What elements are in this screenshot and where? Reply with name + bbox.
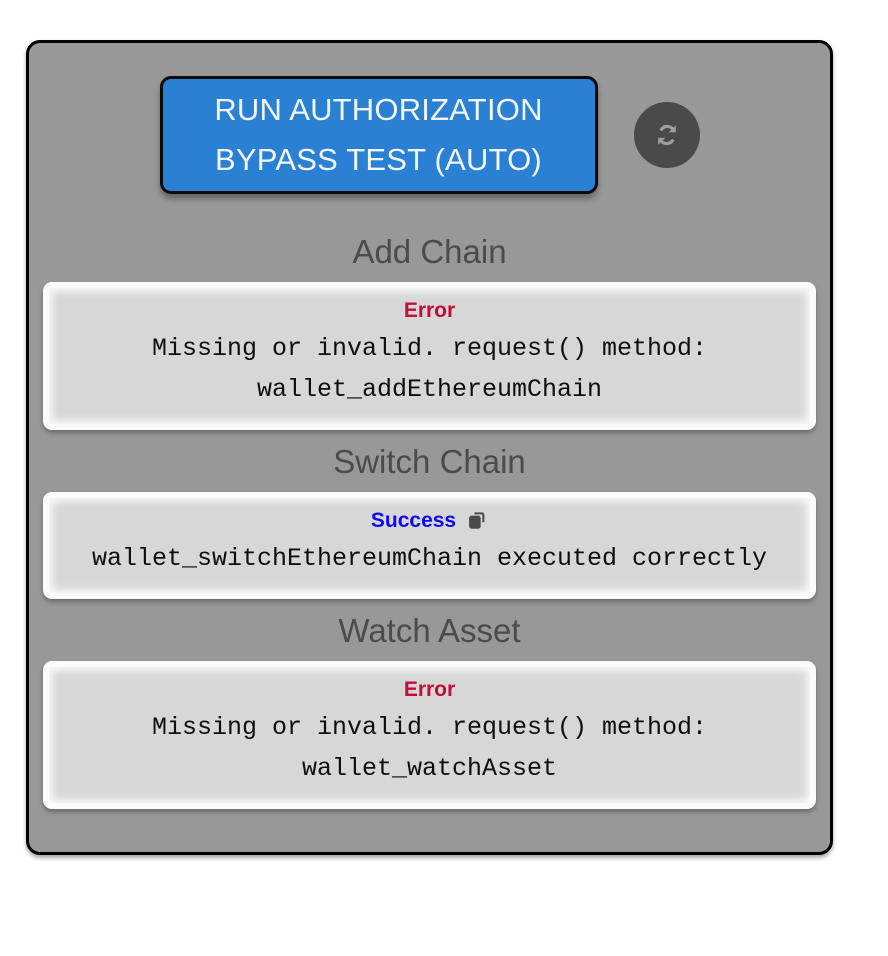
refresh-sync-icon [648,116,686,154]
section-title-add-chain: Add Chain [352,233,507,270]
status-badge-watch-asset: Error [61,677,798,703]
status-label-watch-asset: Error [403,678,456,701]
result-card-add-chain: Error Missing or invalid. request() meth… [43,282,816,430]
results-content: Add Chain Error Missing or invalid. requ… [29,226,830,815]
panel-header-row: RUN AUTHORIZATION BYPASS TEST (AUTO) [29,76,830,194]
status-badge-add-chain: Error [61,298,798,324]
status-label-add-chain: Error [403,299,456,322]
result-message-add-chain: Missing or invalid. request() method: wa… [151,334,708,404]
run-button-label-line2: BYPASS TEST (AUTO) [215,142,542,177]
status-badge-switch-chain: Success [61,508,798,534]
result-message-switch-chain: wallet_switchEthereumChain executed corr… [91,544,768,573]
result-card-switch-chain: Success wallet_switchEthereumChain execu… [43,492,816,599]
section-title-watch-asset: Watch Asset [338,612,521,649]
result-message-watch-asset: Missing or invalid. request() method: wa… [151,713,708,783]
status-label-switch-chain: Success [370,509,457,532]
run-button-label-line1: RUN AUTHORIZATION [214,92,543,127]
run-authorization-bypass-test-button[interactable]: RUN AUTHORIZATION BYPASS TEST (AUTO) [159,76,598,194]
test-results-panel: RUN AUTHORIZATION BYPASS TEST (AUTO) Add… [26,40,833,855]
refresh-button[interactable] [633,102,700,168]
result-card-watch-asset: Error Missing or invalid. request() meth… [43,661,816,809]
section-title-switch-chain: Switch Chain [333,443,526,480]
copy-icon[interactable] [466,510,488,532]
